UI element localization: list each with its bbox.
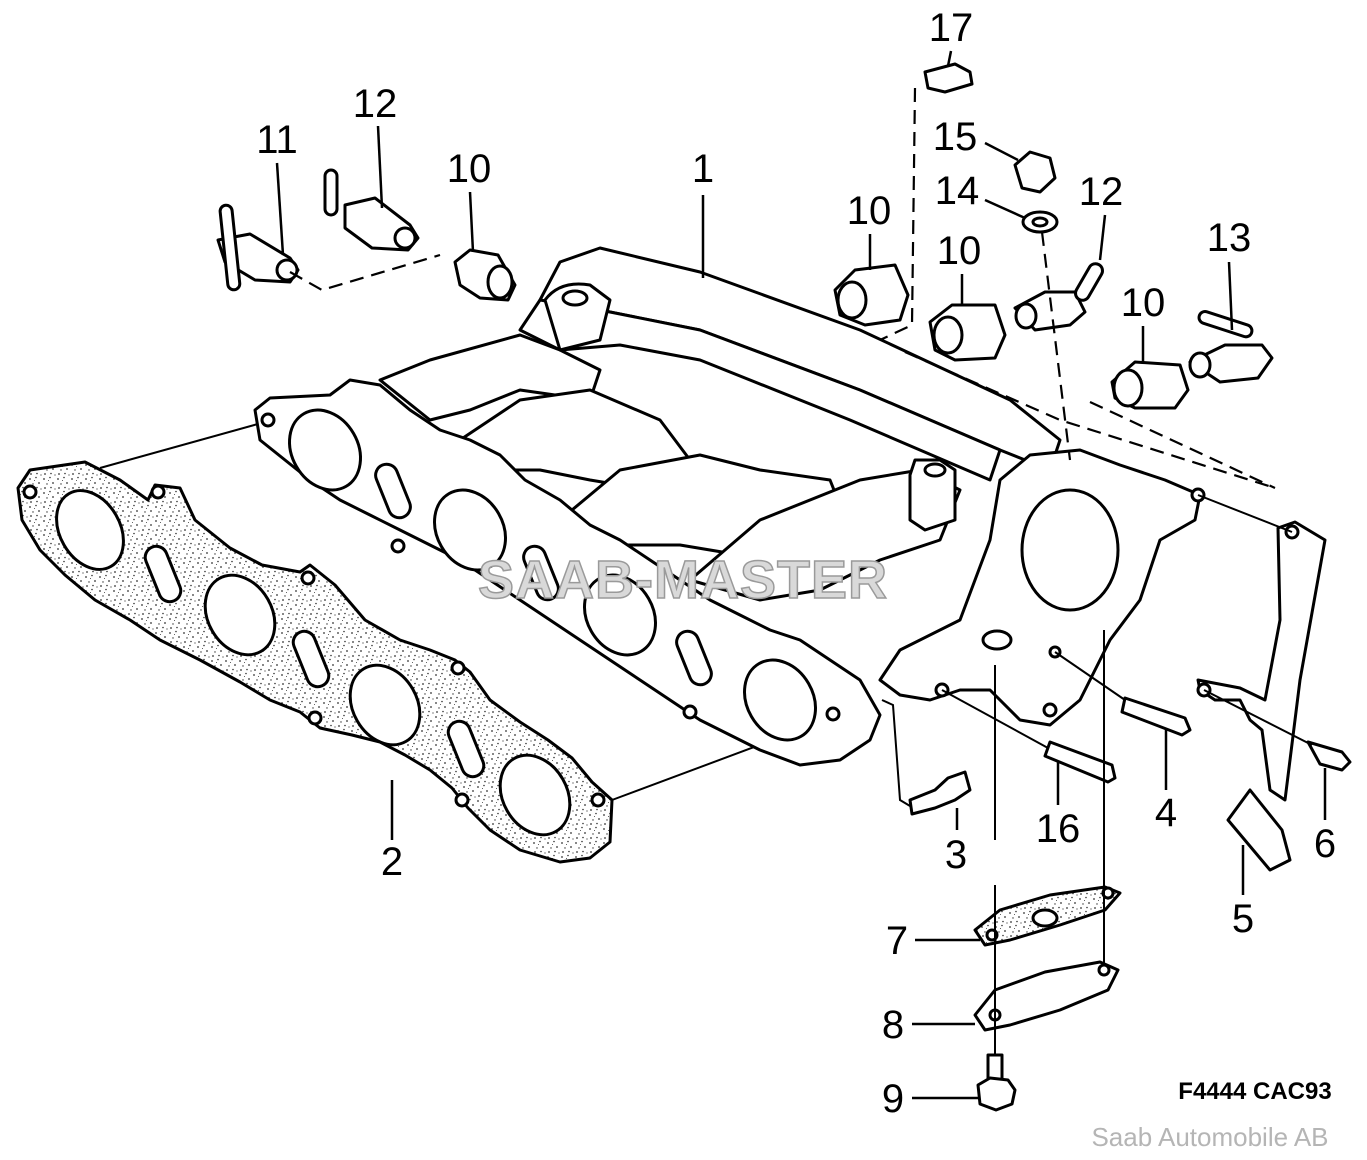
intake-manifold [253, 246, 1206, 767]
callout-labels: 1 2 3 4 5 6 7 8 9 10 10 10 10 11 12 12 1… [256, 6, 1336, 1121]
pin-16 [1043, 740, 1117, 784]
callout-3: 3 [945, 833, 967, 877]
callout-14: 14 [935, 169, 980, 213]
plug-15 [1013, 150, 1057, 194]
callout-9: 9 [882, 1077, 904, 1121]
bolt-9 [976, 1053, 1017, 1112]
callout-12-right: 12 [1079, 170, 1124, 214]
callout-10-left: 10 [447, 147, 492, 191]
bolt-3 [908, 770, 972, 816]
callout-11: 11 [256, 118, 298, 162]
leader-lines [275, 50, 1327, 1100]
sleeve-10-mid [928, 303, 1007, 362]
callout-12-left: 12 [353, 82, 398, 126]
callout-6: 6 [1314, 822, 1336, 866]
callout-17: 17 [929, 6, 974, 50]
callout-10-mid: 10 [937, 229, 982, 273]
callout-10-upper: 10 [847, 189, 892, 233]
callout-4: 4 [1155, 791, 1177, 835]
callout-7: 7 [886, 919, 908, 963]
stud-4 [1120, 696, 1192, 737]
callout-15: 15 [933, 115, 978, 159]
callout-2: 2 [381, 840, 403, 884]
sleeve-10-upper [833, 263, 910, 327]
callout-16: 16 [1036, 807, 1081, 851]
washer-14 [1021, 210, 1059, 234]
callout-8: 8 [882, 1003, 904, 1047]
bolt-6 [1306, 740, 1352, 772]
figure-code: F4444 CAC93 [1178, 1078, 1331, 1105]
watermark-text: SAAB-MASTER [478, 550, 888, 610]
plug-17 [923, 62, 974, 94]
sleeve-10-right [1110, 360, 1190, 410]
intake-gasket [16, 460, 614, 864]
copyright-text: Saab Automobile AB [1091, 1122, 1328, 1152]
callout-5: 5 [1232, 897, 1254, 941]
fitting-12-left [323, 168, 420, 252]
sleeve-10-left [453, 248, 517, 302]
callout-1: 1 [692, 147, 714, 191]
fitting-13 [1188, 310, 1274, 384]
fitting-11 [216, 203, 300, 292]
callout-13: 13 [1207, 216, 1252, 260]
callout-10-right: 10 [1121, 281, 1166, 325]
gasket-7 [973, 885, 1122, 947]
gasket-8 [973, 960, 1120, 1032]
fitting-12-right [1013, 262, 1104, 332]
